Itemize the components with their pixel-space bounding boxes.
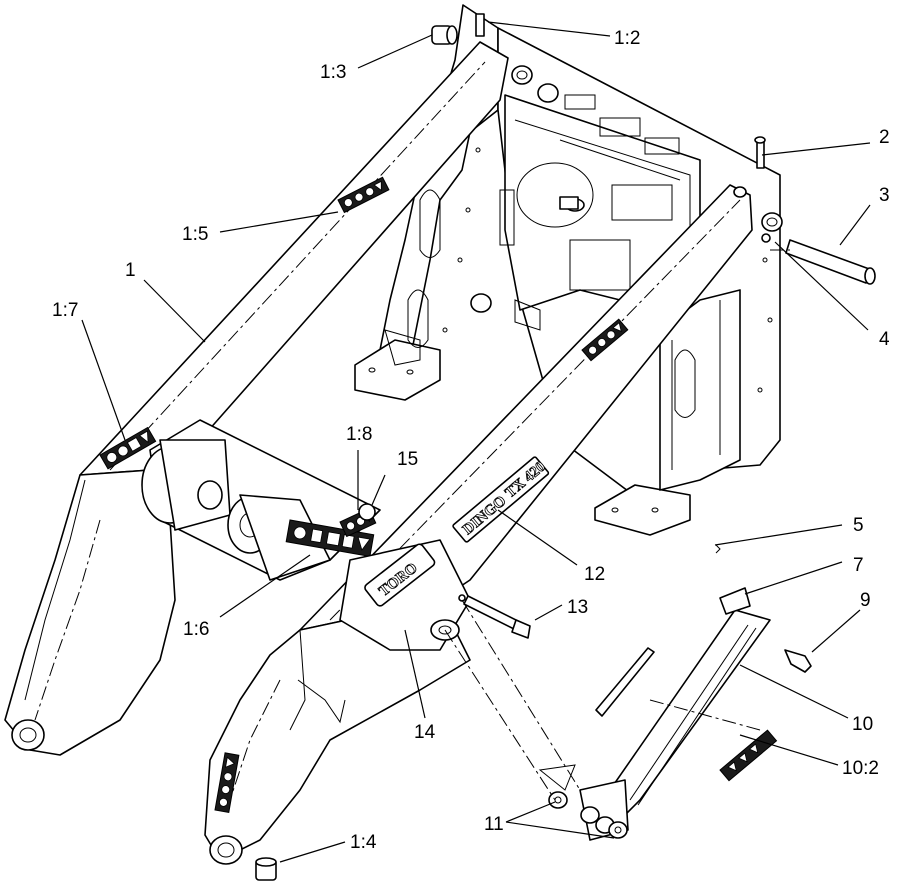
callout-10: 10: [852, 714, 873, 735]
callout-1-4: 1:4: [350, 832, 377, 853]
decal-right-beam: [581, 318, 629, 362]
level-indicator-assembly: [538, 544, 812, 841]
callout-3: 3: [879, 185, 890, 206]
decal-1-7: [99, 426, 157, 470]
callout-2: 2: [879, 127, 890, 148]
decal-10-2: [719, 729, 778, 782]
callout-labels: 1:2 1:3 2 3 4 1:5 1 1:7 1:8 15 5 7 9 12 …: [52, 28, 890, 853]
decal-1-5: [337, 176, 390, 214]
tower-right-foot: [594, 484, 691, 536]
callout-10-2: 10:2: [842, 758, 879, 779]
callout-1-5: 1:5: [182, 224, 208, 245]
cross-tube: [141, 419, 381, 581]
callout-1: 1: [125, 260, 136, 281]
callout-1-6: 1:6: [183, 619, 209, 640]
tower-inner-panel: [504, 94, 701, 311]
rear-tower-frame: [354, 4, 876, 536]
callout-12: 12: [584, 564, 605, 585]
left-arm-drop: [4, 469, 176, 756]
callout-1-7: 1:7: [52, 300, 78, 321]
callout-5: 5: [853, 515, 864, 536]
callout-9: 9: [860, 590, 871, 611]
callout-1-8: 1:8: [346, 424, 372, 445]
bushing-1-4: [255, 857, 277, 881]
bolt-13: [458, 594, 531, 639]
callout-1-2: 1:2: [614, 28, 640, 49]
callout-13: 13: [567, 597, 588, 618]
decal-right-drop: [214, 752, 240, 814]
alignment-centerlines: [444, 249, 790, 801]
right-arm-drop: [204, 599, 471, 861]
callout-7: 7: [853, 555, 864, 576]
decal-1-6: [285, 519, 375, 558]
leader-lines: [81, 21, 871, 863]
tower-left-foot: [354, 339, 441, 401]
callout-15: 15: [397, 449, 418, 470]
callout-1-3: 1:3: [320, 62, 346, 83]
callout-11: 11: [484, 814, 504, 835]
callout-4: 4: [879, 329, 890, 350]
callout-14: 14: [414, 722, 436, 743]
right-loader-arm: TORO DINGO TX 420: [204, 184, 753, 865]
